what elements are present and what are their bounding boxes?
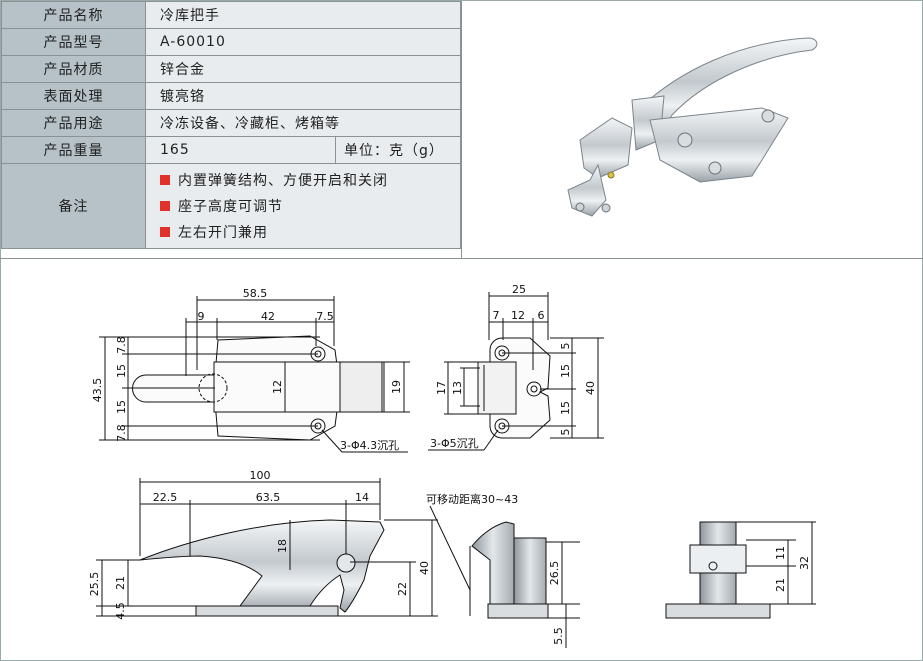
dim-label: 5.5 xyxy=(552,627,565,645)
dim-label: 18 xyxy=(276,539,289,553)
dim-label: 25 xyxy=(512,283,526,296)
base-view-labels: 25 7 12 6 17 13 5 15 15 5 40 3-Φ5沉孔 xyxy=(430,283,597,450)
front-view-labels: 26.5 5.5 xyxy=(548,561,565,645)
dim-label: 40 xyxy=(584,381,597,395)
dim-label: 100 xyxy=(250,469,271,482)
bullet-square-icon xyxy=(160,175,170,185)
notes-cell: 内置弹簧结构、方便开启和关闭 座子高度可调节 左右开门兼用 xyxy=(145,163,461,249)
dim-label: 15 xyxy=(115,400,128,414)
product-photo xyxy=(567,37,818,217)
dim-label: 15 xyxy=(559,401,572,415)
side-view-labels: 100 22.5 63.5 14 18 25.5 21 4.5 22 40 可移… xyxy=(88,469,518,620)
dim-label: 5 xyxy=(559,429,572,436)
dim-label: 63.5 xyxy=(256,491,281,504)
note-item: 内置弹簧结构、方便开启和关闭 xyxy=(160,167,460,193)
dim-label: 42 xyxy=(261,310,275,323)
spec-table: 产品名称 冷库把手 产品型号 A-60010 产品材质 锌合金 表面处理 镀亮铬… xyxy=(1,1,461,249)
bullet-square-icon xyxy=(160,227,170,237)
bullet-square-icon xyxy=(160,201,170,211)
spec-unit: 单位：克（g） xyxy=(335,136,461,164)
dim-label: 9 xyxy=(198,310,205,323)
front-view-drawing xyxy=(469,521,580,648)
hole-label: 3-Φ4.3沉孔 xyxy=(340,439,399,452)
spec-key: 表面处理 xyxy=(1,82,146,110)
spec-key: 产品材质 xyxy=(1,55,146,83)
note-item: 座子高度可调节 xyxy=(160,193,460,219)
dim-label: 7.8 xyxy=(115,336,128,354)
table-row: 产品材质 锌合金 xyxy=(1,55,461,83)
table-photo-divider xyxy=(461,1,462,258)
note-text: 座子高度可调节 xyxy=(178,199,283,215)
dim-label: 22.5 xyxy=(153,491,178,504)
travel-label: 可移动距离30~43 xyxy=(426,492,518,506)
base-view-drawing xyxy=(428,292,604,451)
dim-label: 4.5 xyxy=(114,602,127,620)
side-view-drawing xyxy=(96,478,471,617)
hole-label: 3-Φ5沉孔 xyxy=(430,437,479,450)
table-row: 备注 内置弹簧结构、方便开启和关闭 座子高度可调节 左右开门兼用 xyxy=(1,163,461,249)
note-text: 内置弹簧结构、方便开启和关闭 xyxy=(178,173,388,189)
dim-label: 21 xyxy=(114,576,127,590)
dim-label: 6 xyxy=(538,309,545,322)
end-view-labels: 11 21 32 xyxy=(774,546,811,592)
dim-label: 15 xyxy=(115,364,128,378)
dim-label: 7.5 xyxy=(316,310,334,323)
note-text: 左右开门兼用 xyxy=(178,225,268,241)
dim-label: 13 xyxy=(451,381,464,395)
dim-label: 15 xyxy=(559,364,572,378)
spec-value: 冷库把手 xyxy=(145,1,461,29)
dim-label: 7.8 xyxy=(115,424,128,442)
dim-label: 58.5 xyxy=(243,287,268,300)
top-view-labels: 58.5 9 42 7.5 43.5 7.8 15 12 15 7.8 19 3… xyxy=(91,287,403,452)
dim-label: 40 xyxy=(418,561,431,575)
dim-label: 12 xyxy=(511,309,525,322)
table-row: 产品重量 165 单位：克（g） xyxy=(1,136,461,164)
dim-label: 7 xyxy=(493,309,500,322)
dim-label: 11 xyxy=(774,546,787,560)
table-row: 产品用途 冷冻设备、冷藏柜、烤箱等 xyxy=(1,109,461,137)
spec-value: A-60010 xyxy=(145,28,461,56)
spec-value: 锌合金 xyxy=(145,55,461,83)
dim-label: 32 xyxy=(798,556,811,570)
notes-label: 备注 xyxy=(1,163,146,249)
end-view-drawing xyxy=(665,521,816,619)
dim-label: 25.5 xyxy=(88,572,101,597)
dim-label: 12 xyxy=(271,380,284,394)
dim-label: 26.5 xyxy=(548,561,561,586)
dim-label: 22 xyxy=(396,582,409,596)
dim-label: 21 xyxy=(774,578,787,592)
section-divider xyxy=(0,258,923,259)
dim-label: 14 xyxy=(355,491,369,504)
spec-value: 165 xyxy=(145,136,336,164)
spec-value: 冷冻设备、冷藏柜、烤箱等 xyxy=(145,109,461,137)
dim-label: 43.5 xyxy=(91,378,104,403)
dim-label: 5 xyxy=(559,343,572,350)
note-item: 左右开门兼用 xyxy=(160,219,460,245)
top-view-drawing xyxy=(99,296,410,453)
table-row: 产品型号 A-60010 xyxy=(1,28,461,56)
dim-label: 19 xyxy=(390,380,403,394)
dim-label: 17 xyxy=(435,381,448,395)
